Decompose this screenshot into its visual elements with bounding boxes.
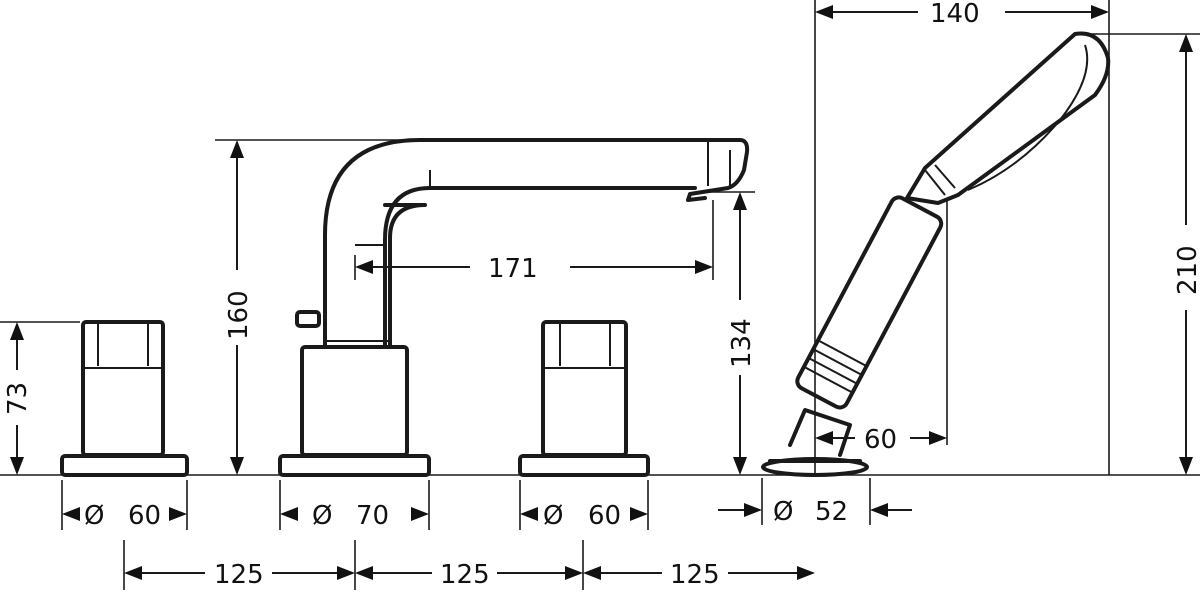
- dim-handshower-width: 140: [815, 0, 1109, 29]
- diameter-symbol: Ø: [312, 501, 332, 531]
- label-125-3: 125: [670, 560, 720, 590]
- label-60-right: 60: [588, 501, 621, 531]
- dim-valve-height: 73: [3, 322, 33, 475]
- diameter-symbol: Ø: [543, 501, 563, 531]
- label-73: 73: [3, 382, 33, 415]
- dim-holder-diameter: Ø 52: [718, 497, 912, 527]
- label-60-offset: 60: [864, 425, 897, 455]
- label-160: 160: [224, 290, 254, 340]
- bath-spout: [278, 138, 750, 477]
- dim-left-valve-diameter: Ø 60: [62, 501, 187, 531]
- label-60-left: 60: [128, 501, 161, 531]
- label-171: 171: [488, 254, 538, 284]
- label-125-2: 125: [440, 560, 490, 590]
- dim-handshower-offset: 60: [815, 425, 947, 455]
- dim-outlet-height: 134: [727, 192, 757, 475]
- dim-spout-diameter: Ø 70: [280, 501, 429, 531]
- diameter-symbol: Ø: [773, 497, 793, 527]
- label-134: 134: [727, 318, 757, 368]
- label-70: 70: [356, 501, 389, 531]
- left-valve: [60, 320, 189, 477]
- dim-spout-reach: 171: [355, 254, 713, 284]
- label-210: 210: [1173, 245, 1200, 295]
- label-125-1: 125: [214, 560, 264, 590]
- dim-right-valve-diameter: Ø 60: [520, 501, 648, 531]
- label-140: 140: [930, 0, 980, 29]
- hand-shower: [761, 31, 1111, 477]
- dim-spout-height: 160: [224, 140, 254, 475]
- right-valve: [518, 320, 650, 477]
- dim-handshower-height: 210: [1173, 34, 1200, 475]
- label-52: 52: [815, 497, 848, 527]
- diameter-symbol: Ø: [84, 501, 104, 531]
- dim-spacing: 125 125 125: [124, 560, 815, 590]
